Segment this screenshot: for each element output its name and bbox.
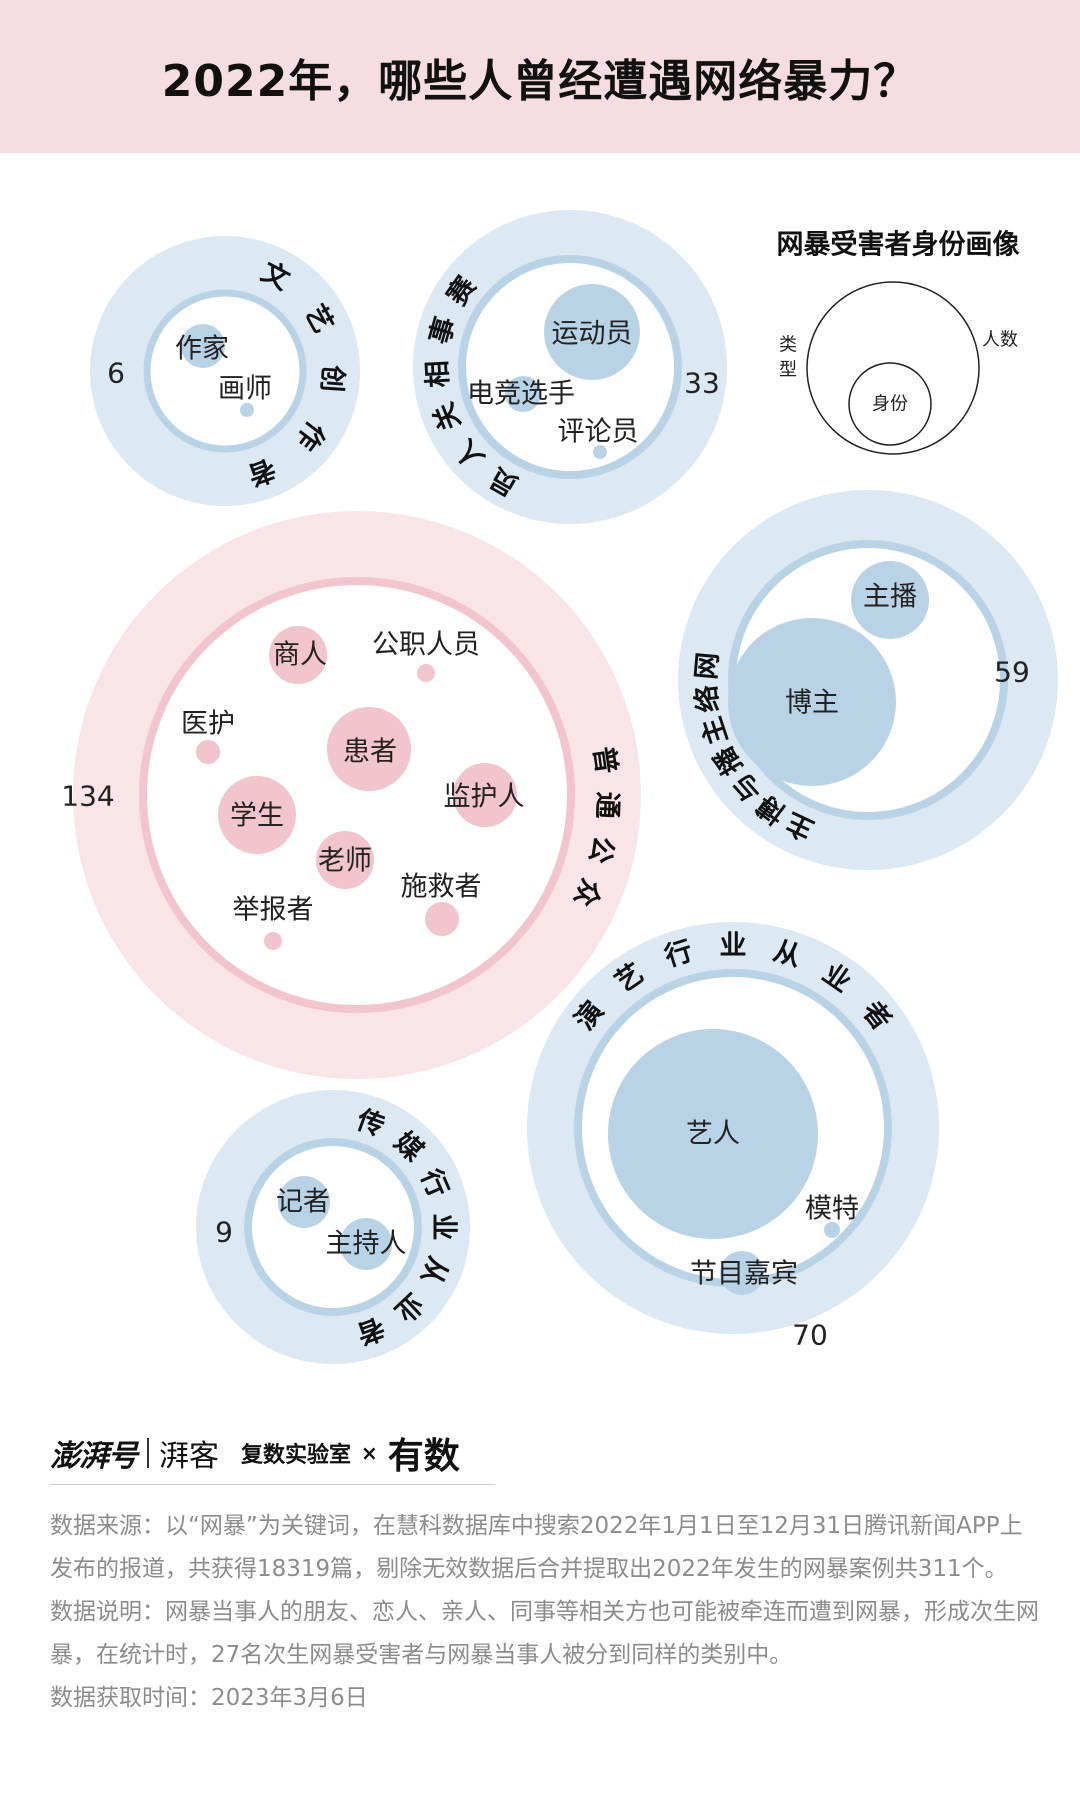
group-5-member-bubble (824, 1222, 840, 1238)
header-bar: 2022年，哪些人曾经遭遇网络暴力？ (0, 0, 1080, 153)
logo-lab: 复数实验室 (241, 1443, 352, 1468)
group-2-member-bubble (544, 284, 640, 380)
group-5-count-label: 70 (792, 1319, 828, 1352)
legend-type-circle (806, 281, 980, 455)
legend-type-label: 型 (779, 360, 797, 381)
group-4-type-label-char: 网 (691, 651, 724, 681)
group-3-member-label: 老师 (318, 846, 372, 877)
data-explanation-note: 数据说明：网暴当事人的朋友、恋人、亲人、同事等相关方也可能被牵连而遭到网暴，形成… (50, 1599, 1039, 1668)
group-5-member-label: 节目嘉宾 (690, 1259, 798, 1290)
group-1-member-label: 作家 (175, 334, 229, 365)
group-5-member-label: 艺人 (686, 1119, 740, 1150)
group-1-member-bubble (240, 403, 254, 417)
group-3-member-label: 监护人 (444, 782, 525, 813)
bubble-chart: 作家画师6文艺创作者运动员电竞选手评论员33赛事相关人员商人公职人员医护患者监护… (61, 210, 1058, 1364)
data-source-note: 数据来源：以“网暴”为关键词，在慧科数据库中搜索2022年1月1日至12月31日… (50, 1513, 1023, 1582)
logo-paike: 湃客 (159, 1439, 219, 1474)
group-2-type-label-char: 相 (422, 360, 454, 389)
group-4-member-label: 主播 (863, 582, 917, 613)
group-3-member-bubble (196, 740, 220, 764)
group-3-member-bubble (425, 902, 459, 936)
group-3-member-bubble (453, 763, 517, 827)
group-6-member-bubble (340, 1218, 392, 1270)
group-1-type-ring (143, 289, 307, 453)
legend-identity-circle (848, 362, 932, 446)
logo-pengpai: 澎湃号 (50, 1439, 138, 1474)
group-5-member-label: 模特 (805, 1194, 859, 1225)
legend-type-label: 类 (779, 335, 797, 356)
group-3-member-label: 公职人员 (372, 630, 480, 661)
group-2-member-label: 电竞选手 (467, 379, 575, 410)
group-2-count-label: 33 (684, 367, 720, 400)
logo-divider (147, 1438, 149, 1468)
group-1-member-bubble (181, 324, 225, 368)
group-3-member-bubble (269, 626, 327, 684)
notes-block: 数据来源：以“网暴”为关键词，在慧科数据库中搜索2022年1月1日至12月31日… (50, 1505, 1040, 1720)
legend-identity-label: 身份 (872, 394, 908, 415)
legend-count-label: 人数 (982, 330, 1018, 351)
group-3-member-bubble (264, 932, 282, 950)
data-date-note: 数据获取时间：2023年3月6日 (50, 1685, 368, 1711)
group-3-member-label: 患者 (343, 737, 397, 768)
group-2-member-label: 运动员 (552, 319, 633, 350)
group-4-member-bubble (851, 561, 929, 639)
group-3-member-bubble (327, 707, 411, 791)
group-1-member-label: 画师 (218, 374, 272, 405)
footer-divider (50, 1484, 495, 1485)
group-6-member-bubble (278, 1176, 330, 1228)
logo-partner: 有数 (387, 1435, 460, 1477)
logo-cross: × (361, 1441, 378, 1465)
logo-bar: 澎湃号 湃客 复数实验室 × 有数 (50, 1425, 495, 1485)
group-6-member-label: 主持人 (326, 1229, 407, 1260)
group-2-member-label: 评论员 (558, 417, 639, 448)
group-3-type-label-char: 公 (583, 833, 619, 866)
legend-title: 网暴受害者身份画像 (777, 229, 1020, 261)
group-3-member-label: 学生 (230, 801, 284, 832)
group-2-member-bubble (505, 376, 541, 412)
group-3-member-bubble (316, 831, 374, 889)
group-3-type-label-char: 普 (587, 745, 622, 776)
group-6-type-ring (244, 1138, 422, 1316)
group-6-count-label: 9 (215, 1216, 233, 1249)
group-4-member-bubble (728, 618, 896, 786)
group-4-member-label: 博主 (785, 688, 839, 719)
group-3-type-ring (139, 577, 575, 1013)
group-5-type-label-char: 业 (720, 931, 747, 962)
group-1-type-label-char: 创 (315, 363, 348, 393)
group-2-member-bubble (593, 445, 607, 459)
group-1-count-label: 6 (107, 357, 125, 390)
page-title: 2022年，哪些人曾经遭遇网络暴力？ (161, 55, 919, 107)
group-3-type-label-char: 通 (591, 791, 623, 819)
group-3-count-label: 134 (61, 780, 114, 813)
group-3-member-bubble (218, 776, 296, 854)
group-3-member-label: 举报者 (233, 895, 314, 926)
group-3-member-label: 施救者 (401, 872, 482, 903)
group-6-type-label-char: 业 (428, 1214, 459, 1241)
group-3-member-bubble (417, 664, 435, 682)
group-5-member-bubble (608, 1029, 818, 1239)
group-5-member-bubble (720, 1251, 764, 1295)
group-3-member-label: 医护 (181, 709, 235, 740)
group-3-member-label: 商人 (273, 640, 327, 671)
group-4-type-label-char: 络 (690, 683, 725, 714)
group-4-count-label: 59 (994, 656, 1030, 689)
group-6-member-label: 记者 (276, 1187, 330, 1218)
